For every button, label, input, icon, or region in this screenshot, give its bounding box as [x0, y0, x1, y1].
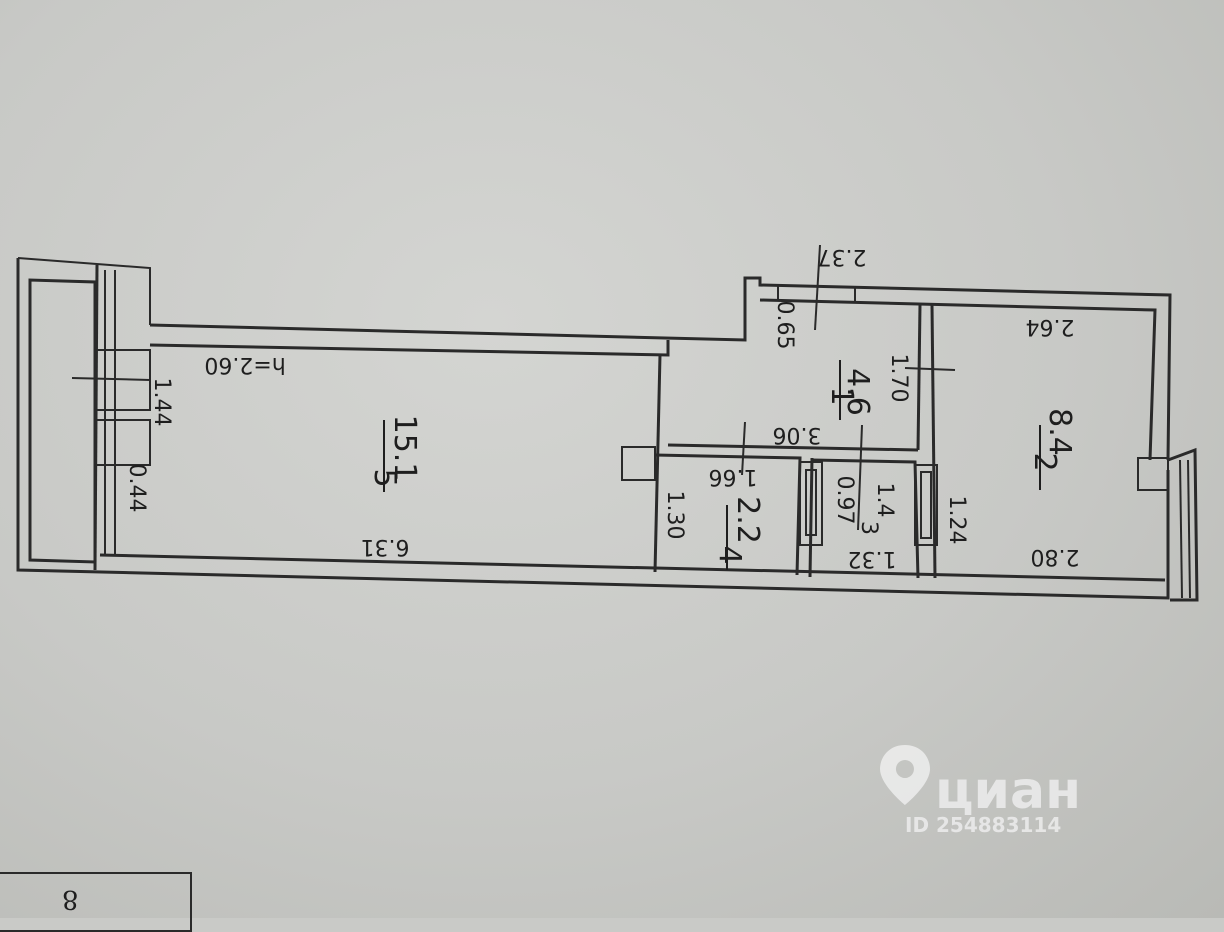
room-3-label: 3 1.4 [856, 483, 897, 536]
cian-watermark: циан ID 254883114 [880, 745, 1081, 837]
dim-wc-length: 1.32 [848, 546, 897, 571]
dim-corridor-length: 3.06 [773, 422, 822, 447]
dim-bath-length: 1.66 [709, 464, 758, 489]
dim-bedroom-bottom: 2.80 [1031, 544, 1080, 569]
room-3-number: 3 [856, 521, 881, 535]
dim-wc-width: 0.97 [832, 476, 857, 525]
dim-loggia-width: 1.44 [149, 378, 174, 427]
room-1-area: 4.6 [840, 368, 875, 416]
dim-loggia-depth: 0.44 [124, 464, 149, 513]
outer-walls [16, 257, 1199, 602]
room-5-label: 5 15.1 [367, 415, 422, 492]
room-4-number: 4 [712, 545, 747, 564]
room-1-number: 1 [824, 386, 859, 405]
watermark-id: ID 254883114 [905, 813, 1061, 837]
interior-walls [97, 285, 938, 579]
dimension-lines [71, 244, 956, 531]
page-number-box [0, 872, 192, 932]
dim-bath-width: 1.30 [662, 491, 687, 540]
dim-corridor-width: 1.70 [886, 354, 911, 403]
room-4-label: 4 2.2 [712, 496, 765, 570]
room-2-number: 2 [1027, 452, 1062, 471]
room-5-area: 15.1 [387, 415, 422, 482]
room-2-label: 2 8.4 [1027, 408, 1077, 490]
dim-bedroom-top: 2.64 [1026, 314, 1075, 339]
dim-ceiling-height: h=2.60 [204, 352, 285, 377]
dim-corridor-top: 2.37 [818, 244, 867, 269]
room-1-label: 1 4.6 [824, 360, 875, 420]
dim-corridor-left: 0.65 [772, 301, 797, 350]
dim-main-length: 6.31 [361, 534, 410, 559]
room-3-area: 1.4 [872, 483, 897, 518]
dim-bedroom-side: 1.24 [944, 496, 969, 545]
room-2-area: 8.4 [1042, 408, 1077, 456]
watermark-brand: циан [935, 761, 1081, 821]
page-number: 8 [62, 884, 79, 914]
room-4-area: 2.2 [730, 496, 765, 544]
location-pin-icon [880, 745, 930, 805]
